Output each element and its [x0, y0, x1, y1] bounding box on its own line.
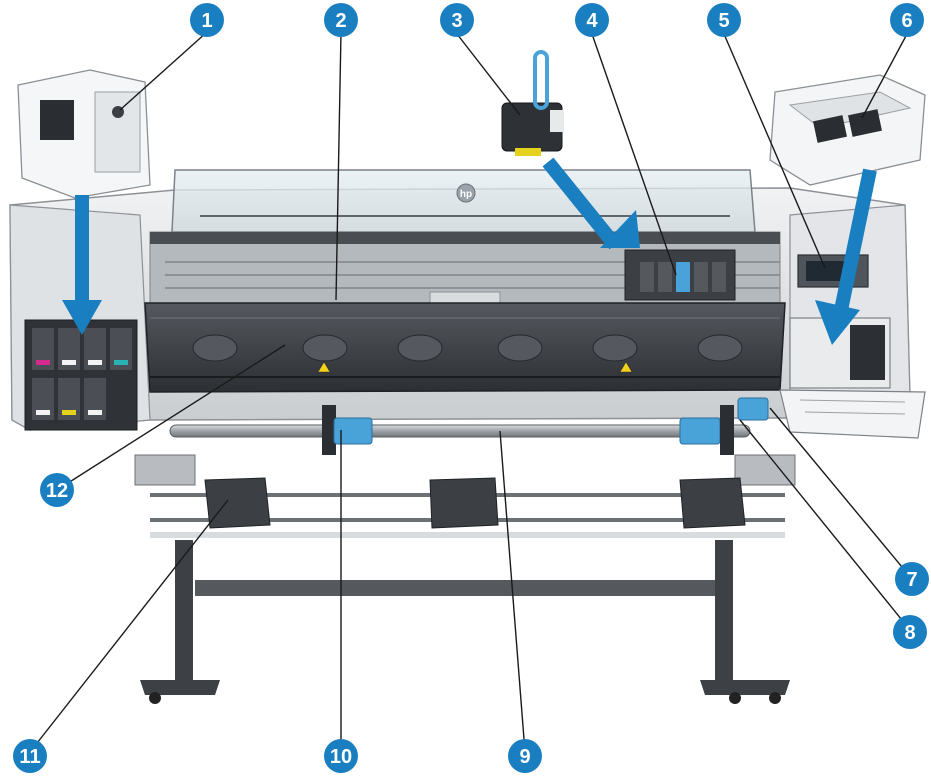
spindle — [169, 424, 751, 438]
hp-logo: hp — [460, 189, 472, 200]
media-basket-bin — [204, 477, 746, 529]
printhead — [501, 50, 564, 156]
callout-1: 1 — [190, 3, 224, 37]
callout-4: 4 — [575, 3, 609, 37]
callout-2-number: 2 — [335, 10, 346, 32]
callout-5: 5 — [707, 3, 741, 37]
callout-1-number: 1 — [201, 10, 212, 32]
callout-6-number: 6 — [901, 10, 912, 32]
leader-lines — [29, 31, 913, 753]
stand — [140, 540, 790, 704]
ink-cartridge-bays — [24, 319, 138, 431]
maintenance-cartridge — [769, 74, 926, 186]
spindle-stopper — [679, 397, 769, 455]
ink-cartridge — [17, 69, 151, 199]
spindle-hub — [322, 405, 373, 455]
callout-3: 3 — [440, 3, 474, 37]
callout-2: 2 — [324, 3, 358, 37]
callout-10-number: 10 — [330, 746, 352, 768]
callout-11: 11 — [13, 739, 47, 773]
callout-8: 8 — [893, 615, 927, 649]
window: hp — [171, 169, 756, 233]
insertion-arrows — [62, 157, 877, 345]
callout-7: 7 — [895, 562, 929, 596]
callout-11-number: 11 — [19, 746, 40, 768]
callout-3-number: 3 — [451, 10, 462, 32]
callout-7-number: 7 — [906, 569, 917, 591]
callout-10: 10 — [324, 739, 358, 773]
callout-5-number: 5 — [718, 10, 729, 32]
platen — [144, 302, 786, 393]
callout-9: 9 — [508, 739, 542, 773]
callout-8-number: 8 — [904, 622, 915, 644]
callout-12-number: 12 — [46, 480, 68, 502]
callout-12: 12 — [40, 473, 74, 507]
printhead-carriage — [624, 249, 736, 301]
callout-9-number: 9 — [519, 746, 530, 768]
callout-6: 6 — [890, 3, 924, 37]
callout-4-number: 4 — [586, 10, 598, 32]
